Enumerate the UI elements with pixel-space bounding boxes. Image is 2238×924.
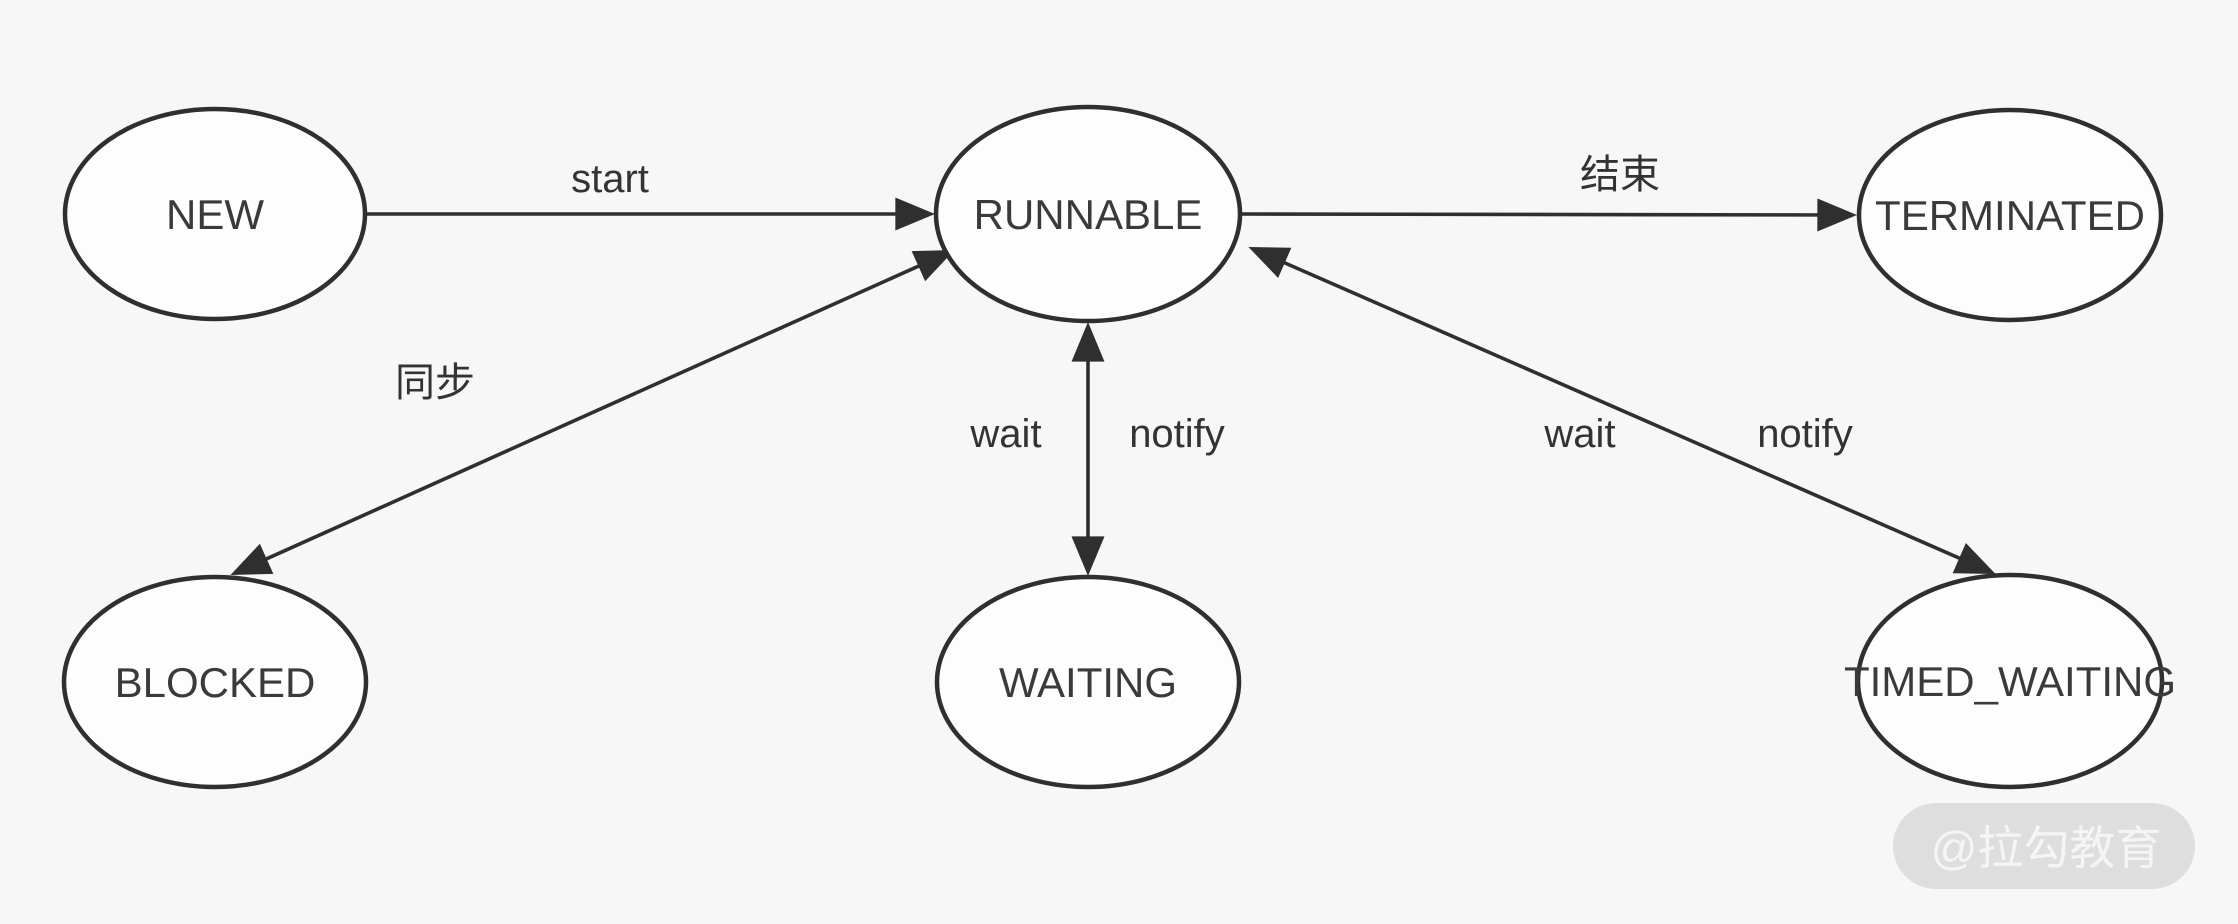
node-ellipse-runnable bbox=[933, 104, 1243, 324]
node-ellipse-timed-waiting bbox=[1855, 572, 2165, 790]
edge-runnable-blocked bbox=[230, 249, 955, 576]
node-ellipse-new bbox=[62, 106, 368, 322]
edge-runnable-to-terminated bbox=[1237, 198, 1857, 232]
edge-label-notify-right: notify bbox=[1757, 412, 1853, 456]
state-node-waiting: WAITING bbox=[934, 574, 1242, 790]
edge-label-start: start bbox=[571, 157, 649, 201]
node-label-blocked: BLOCKED bbox=[115, 659, 316, 706]
watermark-text: @拉勾教育 bbox=[1931, 822, 2162, 874]
node-group: NEW RUNNABLE TERMINATED BLOCKED WAITING bbox=[61, 104, 2176, 790]
state-node-terminated: TERMINATED bbox=[1856, 107, 2164, 323]
node-label-terminated: TERMINATED bbox=[1875, 192, 2145, 239]
edge-label-group: start 结束 同步 wait notify wait notify bbox=[395, 153, 1853, 456]
watermark-pill bbox=[1893, 803, 2195, 889]
edge-label-sync-chinese: 同步 bbox=[395, 361, 475, 405]
node-label-timed-waiting: TIMED_WAITING bbox=[1844, 658, 2176, 705]
node-ellipse-terminated bbox=[1856, 107, 2164, 323]
node-ellipse-blocked bbox=[61, 574, 369, 790]
state-node-timed-waiting: TIMED_WAITING bbox=[1844, 572, 2176, 790]
edge-label-wait-right: wait bbox=[1543, 412, 1615, 456]
node-label-runnable: RUNNABLE bbox=[974, 191, 1203, 238]
edge-label-notify-center: notify bbox=[1129, 412, 1225, 456]
state-node-blocked: BLOCKED bbox=[61, 574, 369, 790]
watermark: @拉勾教育 bbox=[1893, 803, 2195, 889]
node-label-new: NEW bbox=[166, 191, 264, 238]
edge-label-end-chinese: 结束 bbox=[1580, 153, 1660, 197]
state-node-runnable: RUNNABLE bbox=[933, 104, 1243, 324]
edge-label-wait-center: wait bbox=[969, 412, 1041, 456]
edge-runnable-timed-waiting bbox=[1248, 247, 1996, 574]
state-node-new: NEW bbox=[62, 106, 368, 322]
edge-group bbox=[230, 197, 1996, 576]
node-label-waiting: WAITING bbox=[999, 659, 1177, 706]
node-ellipse-waiting bbox=[934, 574, 1242, 790]
